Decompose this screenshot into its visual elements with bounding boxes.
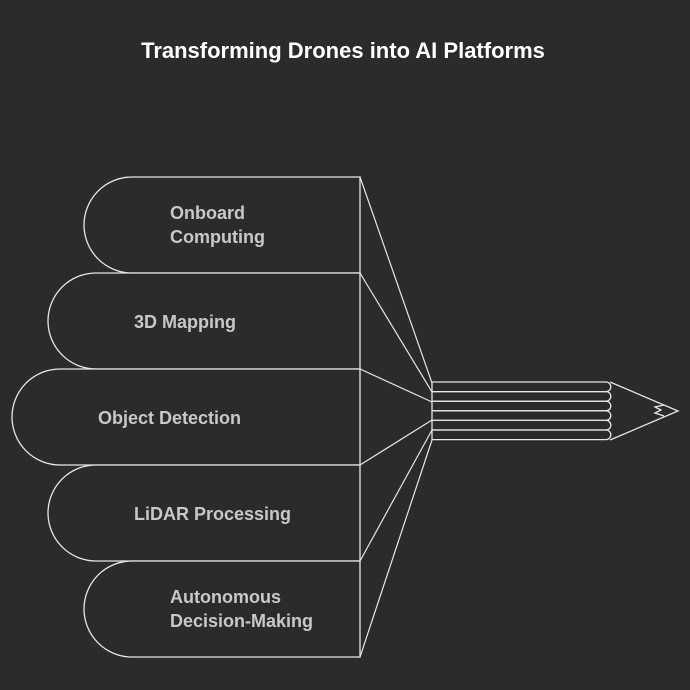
stage-label: Object Detection	[98, 408, 241, 428]
fan-line	[359, 419, 433, 466]
stage-label-line: Decision-Making	[170, 611, 313, 631]
stage-lidar-processing: LiDAR Processing	[47, 464, 361, 562]
fan-line	[359, 429, 433, 562]
pencil-lead	[653, 404, 665, 417]
stage-shape	[83, 560, 361, 658]
pencil-tip	[609, 381, 680, 441]
stage-shape	[83, 176, 361, 274]
stage-label-line: Autonomous	[170, 587, 281, 607]
stage-label-line: Computing	[170, 227, 265, 247]
stage-label-line: Onboard	[170, 203, 245, 223]
stage-label: 3D Mapping	[134, 312, 236, 332]
stage-shape	[11, 368, 361, 466]
stage-shape	[47, 464, 361, 562]
pencil-stripe	[432, 390, 612, 402]
converging-lines	[359, 176, 433, 658]
pencil-stripe	[432, 419, 612, 431]
fan-line	[359, 176, 433, 384]
fan-line	[359, 439, 433, 658]
pencil-stripe	[432, 400, 612, 412]
fan-line	[359, 272, 433, 393]
pencil-stripe	[432, 429, 612, 441]
stage-label: Onboard Computing	[170, 203, 265, 247]
stage-autonomous-decision-making: Autonomous Decision-Making	[83, 560, 361, 658]
stage-onboard-computing: Onboard Computing	[83, 176, 361, 274]
stage-3d-mapping: 3D Mapping	[47, 272, 361, 370]
diagram-title: Transforming Drones into AI Platforms	[141, 38, 545, 63]
stage-object-detection: Object Detection	[11, 368, 361, 466]
pencil-stripe	[432, 381, 612, 393]
stage-label: LiDAR Processing	[134, 504, 291, 524]
fan-line	[359, 368, 433, 403]
stage-label: Autonomous Decision-Making	[170, 587, 313, 631]
pencil-icon	[431, 381, 680, 441]
pencil-stripe	[432, 410, 612, 422]
